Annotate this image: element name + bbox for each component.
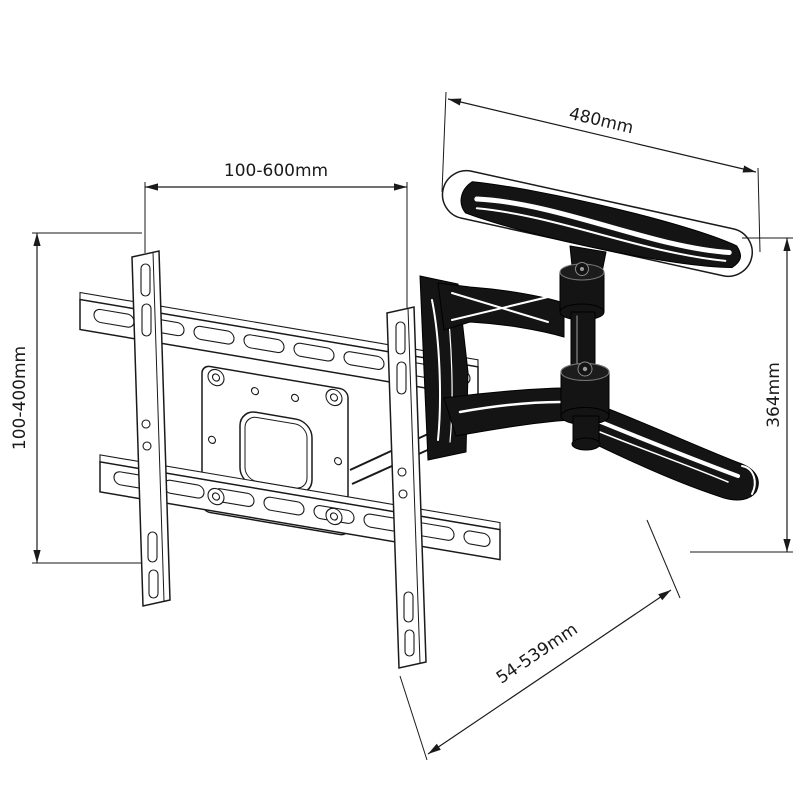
dim-bracket-height-range: 100-400mm — [10, 232, 142, 564]
top-crossbar — [79, 291, 479, 398]
upper-arm — [437, 282, 565, 338]
dim-mount-height: 364mm — [690, 237, 793, 553]
dim-label-bracket-width-range: 100-600mm — [224, 161, 328, 181]
dim-bracket-width-range: 100-600mm — [144, 161, 408, 308]
wall-plate — [441, 169, 753, 278]
right-vertical-rail — [386, 306, 427, 669]
dim-label-extension-range: 54-539mm — [493, 619, 582, 688]
wall-side-arm — [577, 397, 759, 501]
lower-arm — [443, 387, 571, 437]
plate-screws — [207, 368, 343, 526]
dim-label-wall-plate-width: 480mm — [567, 104, 635, 139]
dim-label-mount-height: 364mm — [764, 362, 784, 428]
dim-label-bracket-height-range: 100-400mm — [10, 346, 30, 450]
left-vertical-rail — [131, 250, 171, 607]
hinge-column — [559, 245, 610, 451]
dim-extension-range: 54-539mm — [399, 519, 681, 761]
